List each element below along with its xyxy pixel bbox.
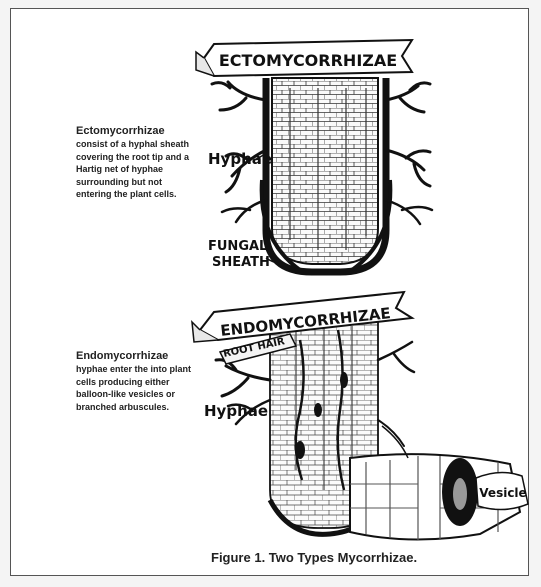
vesicle-label: Vesicle (479, 486, 526, 500)
ecto-hyphae-label: Hyphae (208, 150, 272, 168)
endo-hyphae-label: Hyphae (204, 402, 268, 420)
ecto-banner: ECTOMYCORRHIZAE (196, 40, 412, 76)
ecto-fungal-label: FUNGAL (208, 239, 267, 254)
ecto-banner-text: ECTOMYCORRHIZAE (219, 51, 397, 70)
ecto-root-drawing (262, 78, 391, 272)
ecto-sheath-label: SHEATH (212, 255, 270, 270)
